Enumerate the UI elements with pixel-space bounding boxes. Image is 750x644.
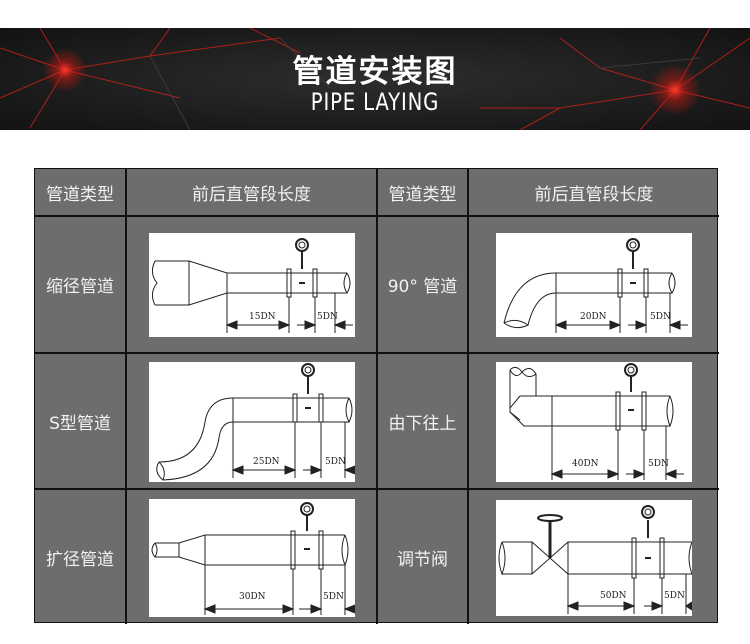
header-banner: 管道安装图 PIPE LAYING (0, 28, 750, 130)
header-straight-length-left: 前后直管段长度 (192, 184, 311, 205)
grid-line (35, 488, 719, 490)
row-label-reducer: 缩径管道 (46, 277, 114, 297)
grid-line (35, 215, 719, 217)
diagram-elbow-90-pipe: 20DN 5DN (496, 233, 692, 337)
diagram-expander-pipe: 30DN 5DN (149, 499, 355, 617)
diagram-control-valve-pipe: 50DN 5DN (496, 500, 692, 616)
row-label-expander: 扩径管道 (46, 549, 114, 570)
row-label-bottom-up: 由下往上 (388, 413, 457, 434)
row-label-s-bend: S型管道 (49, 413, 111, 434)
row-label-elbow-90: 90° 管道 (387, 277, 458, 297)
page-title-english: PIPE LAYING (310, 88, 440, 116)
pipe-installation-table: 管道类型 前后直管段长度 管道类型 前后直管段长度 缩径管道 90° 管道 S型… (34, 168, 719, 624)
grid-line (467, 169, 469, 624)
header-straight-length-right: 前后直管段长度 (534, 184, 654, 205)
row-label-control-valve: 调节阀 (397, 549, 448, 570)
page-title-chinese: 管道安装图 (292, 54, 458, 90)
diagram-bottom-up-pipe: 40DN 5DN (496, 362, 692, 482)
grid-line (376, 169, 378, 624)
header-pipe-type-right: 管道类型 (388, 184, 457, 205)
diagram-s-bend-pipe: 25DN 5DN (149, 362, 355, 482)
red-network-background (0, 28, 750, 130)
grid-line (35, 352, 719, 354)
diagram-reducer-pipe: 15DN 5DN (149, 233, 355, 337)
header-pipe-type-left: 管道类型 (46, 184, 114, 205)
grid-line (125, 169, 127, 624)
